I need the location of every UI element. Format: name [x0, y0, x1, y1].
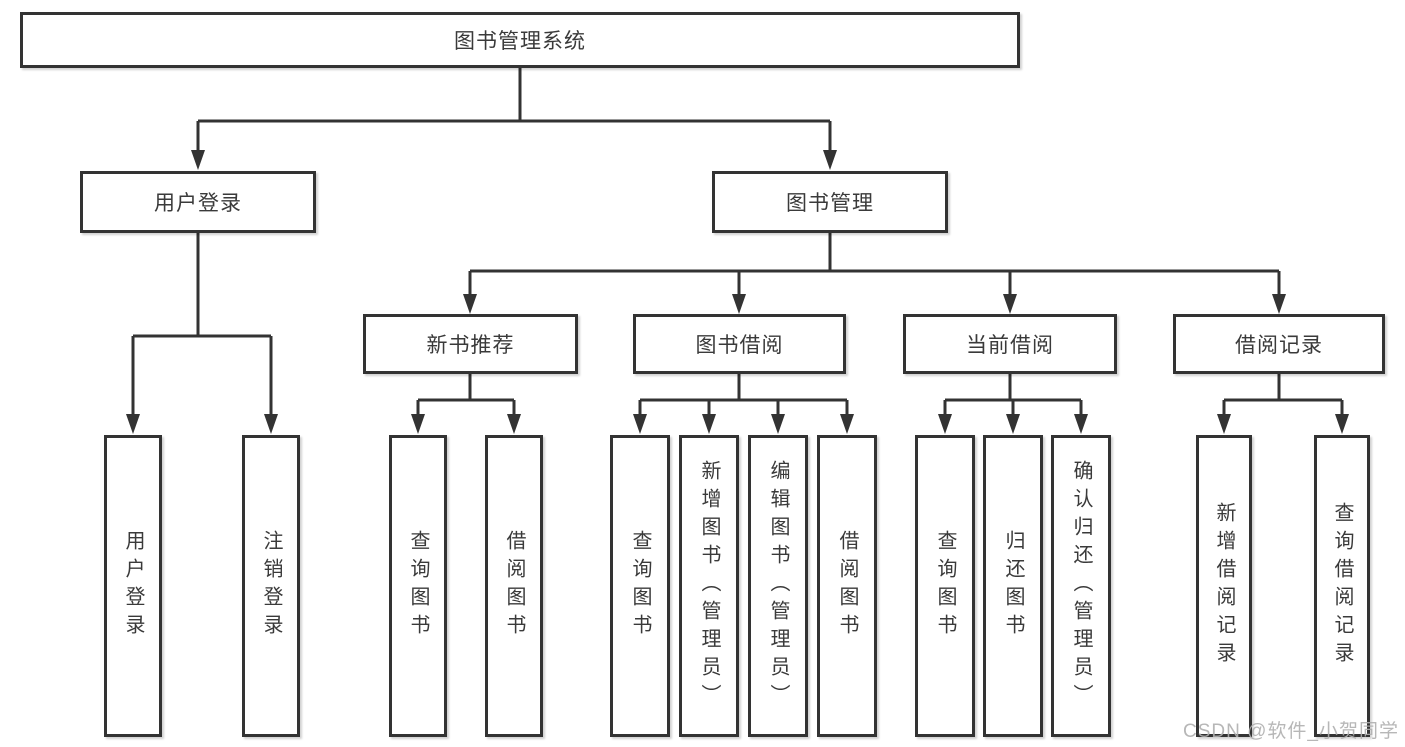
leaf-confirm-return-admin: 确认归还（管理员） [1051, 435, 1111, 737]
connector-root-to-level2 [191, 68, 837, 170]
leaf-borrow-books-recommend: 借阅图书 [485, 435, 543, 737]
node-book-borrow: 图书借阅 [633, 314, 846, 374]
leaf-user-login: 用户登录 [104, 435, 162, 737]
node-borrow-records: 借阅记录 [1173, 314, 1385, 374]
connector-recommend-to-leaves [411, 374, 521, 434]
node-library-management-system: 图书管理系统 [20, 12, 1020, 68]
leaf-query-books-current: 查询图书 [915, 435, 975, 737]
node-new-book-recommend: 新书推荐 [363, 314, 578, 374]
leaf-return-books: 归还图书 [983, 435, 1043, 737]
node-current-borrow: 当前借阅 [903, 314, 1117, 374]
leaf-add-borrow-record: 新增借阅记录 [1196, 435, 1252, 737]
connector-records-to-leaves [1217, 374, 1349, 434]
leaf-edit-book-admin: 编辑图书（管理员） [748, 435, 808, 737]
leaf-logout: 注销登录 [242, 435, 300, 737]
connector-login-to-leaves [126, 233, 278, 434]
leaf-add-book-admin: 新增图书（管理员） [679, 435, 739, 737]
leaf-query-borrow-record: 查询借阅记录 [1314, 435, 1370, 737]
leaf-query-books-recommend: 查询图书 [389, 435, 447, 737]
node-user-login: 用户登录 [80, 171, 316, 233]
csdn-watermark: CSDN @软件_小贺同学 [1183, 721, 1399, 742]
connector-management-to-level3 [463, 233, 1286, 314]
connector-current-to-leaves [938, 374, 1088, 434]
connector-borrow-to-leaves [633, 374, 854, 434]
node-book-management: 图书管理 [712, 171, 948, 233]
leaf-borrow-books-borrow: 借阅图书 [817, 435, 877, 737]
leaf-query-books-borrow: 查询图书 [610, 435, 670, 737]
